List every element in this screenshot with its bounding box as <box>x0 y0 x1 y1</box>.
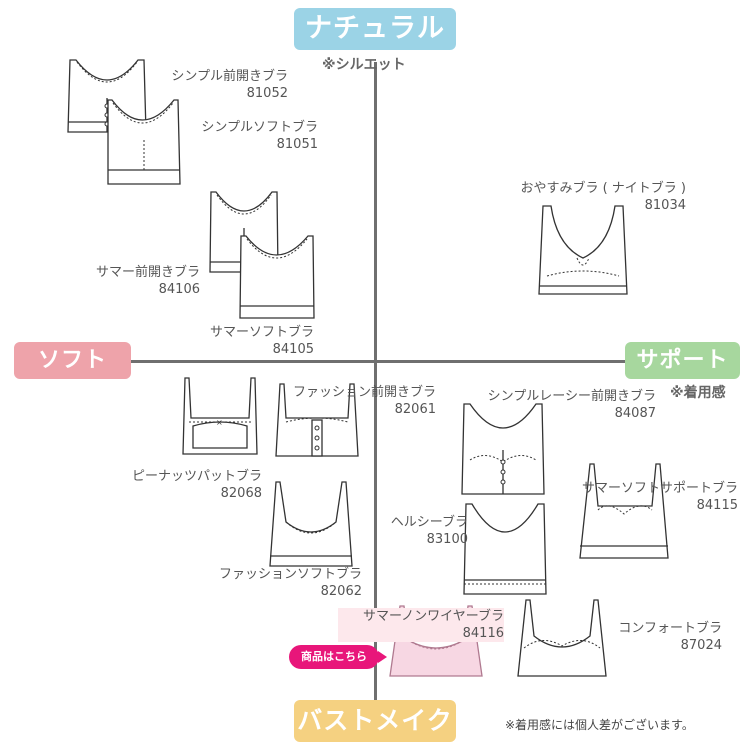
product-name: ヘルシーブラ <box>390 515 468 530</box>
product-label[interactable]: シンプルソフトブラ 81051 <box>178 119 318 153</box>
product-code: 87024 <box>680 638 722 653</box>
product-name: サマーソフトブラ <box>209 325 314 340</box>
product-label[interactable]: コンフォートブラ 87024 <box>598 620 722 654</box>
bra-illustration-83100[interactable] <box>462 503 548 596</box>
product-label[interactable]: シンプルレーシー前開きブラ 84087 <box>456 388 656 422</box>
axis-label-bust-make: バストメイク <box>294 700 456 742</box>
product-label[interactable]: ヘルシーブラ 83100 <box>374 514 468 548</box>
vertical-axis <box>374 62 377 700</box>
bra-illustration-82062[interactable] <box>266 481 356 568</box>
axis-note-wearing-feel: ※着用感 <box>670 385 726 401</box>
product-label[interactable]: サマー前開きブラ 84106 <box>74 264 200 298</box>
product-code: 82061 <box>394 402 436 417</box>
product-code: 83100 <box>426 532 468 547</box>
product-name: ファッション前開きブラ <box>292 385 436 400</box>
product-code: 84106 <box>158 282 200 297</box>
product-name: ピーナッツパットブラ <box>131 469 262 484</box>
product-code: 84116 <box>462 626 504 641</box>
product-code: 82068 <box>220 486 262 501</box>
product-label[interactable]: ピーナッツパットブラ 82068 <box>108 468 262 502</box>
product-code: 81051 <box>276 137 318 152</box>
axis-label-soft: ソフト <box>14 342 131 379</box>
bra-illustration-84105[interactable] <box>238 235 316 320</box>
bra-illustration-84087[interactable] <box>458 403 548 496</box>
bra-illustration-84115[interactable] <box>578 463 670 560</box>
product-code: 81034 <box>644 198 686 213</box>
product-code: 84115 <box>696 498 738 513</box>
product-code: 84105 <box>272 342 314 357</box>
svg-text:×: × <box>216 418 223 427</box>
product-name: シンプルレーシー前開きブラ <box>487 389 656 404</box>
product-code: 81052 <box>246 86 288 101</box>
product-label[interactable]: サマーソフトサポートブラ 84115 <box>556 480 738 514</box>
product-label[interactable]: ファッションソフトブラ 82062 <box>194 566 362 600</box>
product-label[interactable]: ファッション前開きブラ 82061 <box>272 384 436 418</box>
bra-illustration-82061[interactable] <box>274 383 360 458</box>
product-name: サマー前開きブラ <box>95 265 200 280</box>
product-label[interactable]: サマーソフトブラ 84105 <box>188 324 314 358</box>
product-name: シンプルソフトブラ <box>201 120 318 135</box>
horizontal-axis <box>120 360 630 363</box>
bra-illustration-81034[interactable] <box>537 205 629 300</box>
product-name: ファッションソフトブラ <box>218 567 362 582</box>
product-label[interactable]: おやすみブラ ( ナイトブラ ) 81034 <box>494 180 686 214</box>
axis-label-support: サポート <box>625 342 740 379</box>
product-label-highlighted[interactable]: サマーノンワイヤーブラ 84116 <box>338 608 504 642</box>
bra-illustration-82068[interactable]: × <box>181 377 259 458</box>
product-name: シンプル前開きブラ <box>171 69 288 84</box>
axis-note-silhouette: ※シルエット <box>322 57 406 73</box>
bra-illustration-87024[interactable] <box>514 599 610 680</box>
product-name: おやすみブラ ( ナイトブラ ) <box>520 181 686 196</box>
axis-label-natural: ナチュラル <box>294 8 456 50</box>
product-name: サマーノンワイヤーブラ <box>362 609 504 624</box>
bra-illustration-81051[interactable] <box>104 99 184 188</box>
product-name: サマーソフトサポートブラ <box>581 481 738 496</box>
product-name: コンフォートブラ <box>618 621 722 636</box>
product-code: 84087 <box>614 406 656 421</box>
product-code: 82062 <box>320 584 362 599</box>
product-link-button[interactable]: 商品はこちら <box>289 645 387 669</box>
footnote: ※着用感には個人差がございます。 <box>505 718 694 732</box>
product-label[interactable]: シンプル前開きブラ 81052 <box>152 68 288 102</box>
